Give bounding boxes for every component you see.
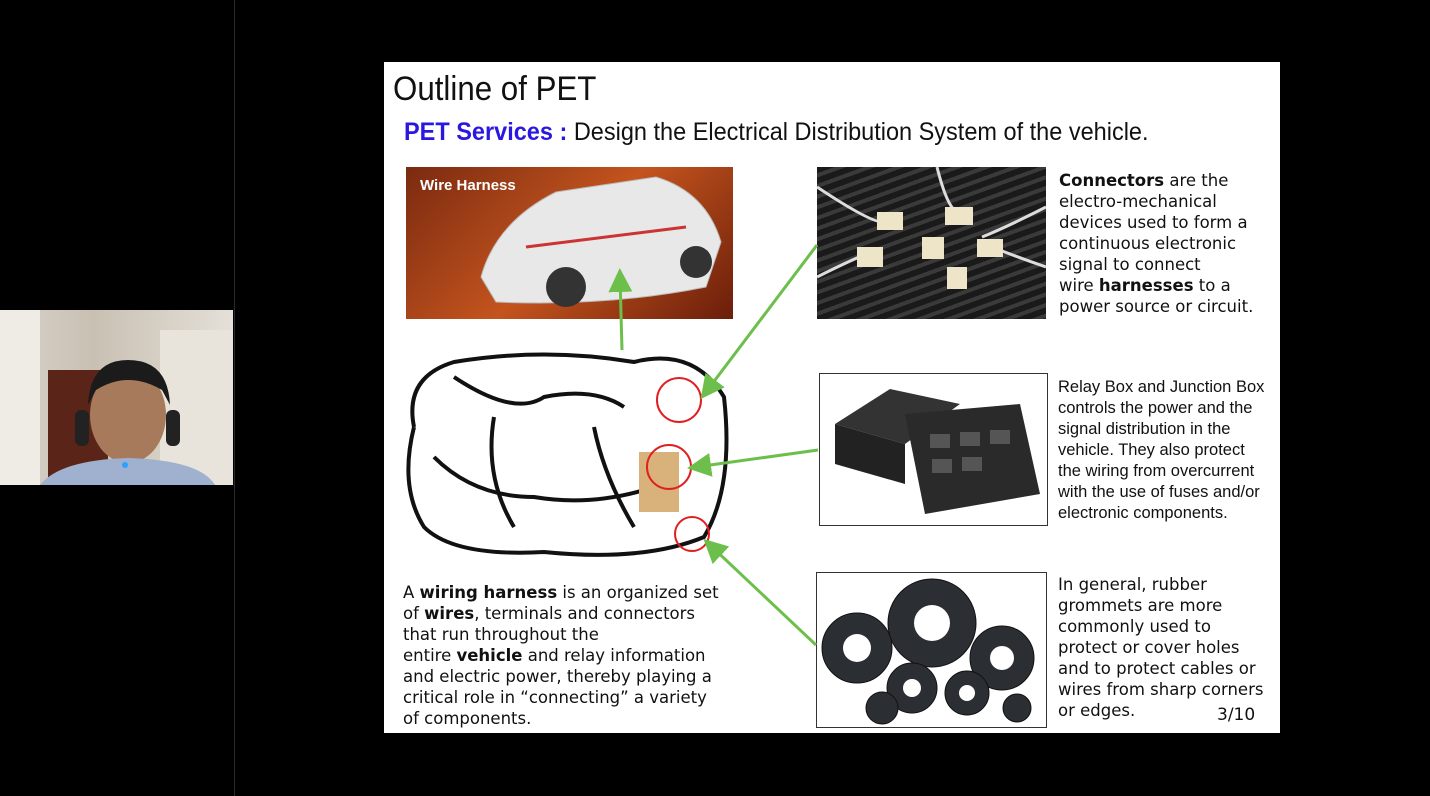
text-line: wire — [1059, 276, 1099, 295]
text-line: or edges. — [1058, 701, 1136, 720]
relay-description: Relay Box and Junction Box controls the … — [1058, 377, 1264, 524]
green-arrows — [608, 244, 819, 647]
text-line: the wiring from overcurrent — [1058, 462, 1255, 480]
wiring-harness-diagram — [406, 352, 729, 557]
text-line: of components. — [403, 709, 532, 728]
text-line: signal to connect — [1059, 255, 1201, 274]
slide-subtitle: PET Services : Design the Electrical Dis… — [404, 118, 1149, 147]
grommets-image — [816, 572, 1047, 728]
text-line: In general, rubber — [1058, 575, 1207, 594]
text-line: and relay information — [522, 646, 706, 665]
text-line: , terminals and connectors — [474, 604, 696, 623]
text-line: of — [403, 604, 425, 623]
car-image-caption: Wire Harness — [420, 177, 516, 194]
page-number: 3/10 — [1217, 705, 1256, 725]
relay-box-image — [819, 373, 1048, 526]
wire-harness-car-image: Wire Harness — [406, 167, 733, 319]
grommets-description: In general, rubber grommets are more com… — [1058, 574, 1263, 721]
text-line: and electric power, thereby playing a — [403, 667, 712, 686]
text-line: electronic components. — [1058, 504, 1228, 522]
text-line: critical role in “connecting” a variety — [403, 688, 707, 707]
text-line: entire — [403, 646, 457, 665]
text-bold: wiring harness — [419, 583, 558, 602]
text-line: Relay Box and Junction Box — [1058, 378, 1265, 396]
text-line: electro-mechanical — [1059, 192, 1217, 211]
subtitle-text: Design the Electrical Distribution Syste… — [567, 118, 1149, 146]
text-line: that run throughout the — [403, 625, 599, 644]
connectors-term: Connectors — [1059, 171, 1165, 190]
text-line: to a — [1193, 276, 1231, 295]
text-line: wires from sharp corners — [1058, 680, 1264, 699]
text-line: continuous electronic — [1059, 234, 1237, 253]
text-bold: vehicle — [456, 646, 523, 665]
text-line: vehicle. They also protect — [1058, 441, 1245, 459]
connectors-description: Connectors are the electro-mechanical de… — [1059, 170, 1253, 317]
subtitle-label: PET Services : — [404, 118, 568, 146]
text-line: controls the power and the — [1058, 399, 1253, 417]
text-line: are the — [1164, 171, 1229, 190]
text-line: is an organized set — [557, 583, 719, 602]
text-line: grommets are more — [1058, 596, 1223, 615]
text-line: and to protect cables or — [1058, 659, 1256, 678]
participant-video-tile[interactable] — [0, 310, 233, 485]
text-bold: wires — [424, 604, 475, 623]
text-line: power source or circuit. — [1059, 297, 1254, 316]
text-line: signal distribution in the — [1058, 420, 1231, 438]
text-line: devices used to form a — [1059, 213, 1248, 232]
text-line: commonly used to — [1058, 617, 1211, 636]
text-line: A — [403, 583, 420, 602]
text-line: protect or cover holes — [1058, 638, 1240, 657]
text-line: with the use of fuses and/or — [1058, 483, 1260, 501]
wiring-harness-description: A wiring harness is an organized set of … — [403, 582, 719, 729]
panel-divider — [234, 0, 235, 796]
harnesses-term: harnesses — [1098, 276, 1194, 295]
presentation-slide: Outline of PET PET Services : Design the… — [384, 62, 1280, 733]
connectors-image — [817, 167, 1046, 319]
participant-video — [0, 310, 233, 485]
slide-title: Outline of PET — [393, 70, 597, 108]
